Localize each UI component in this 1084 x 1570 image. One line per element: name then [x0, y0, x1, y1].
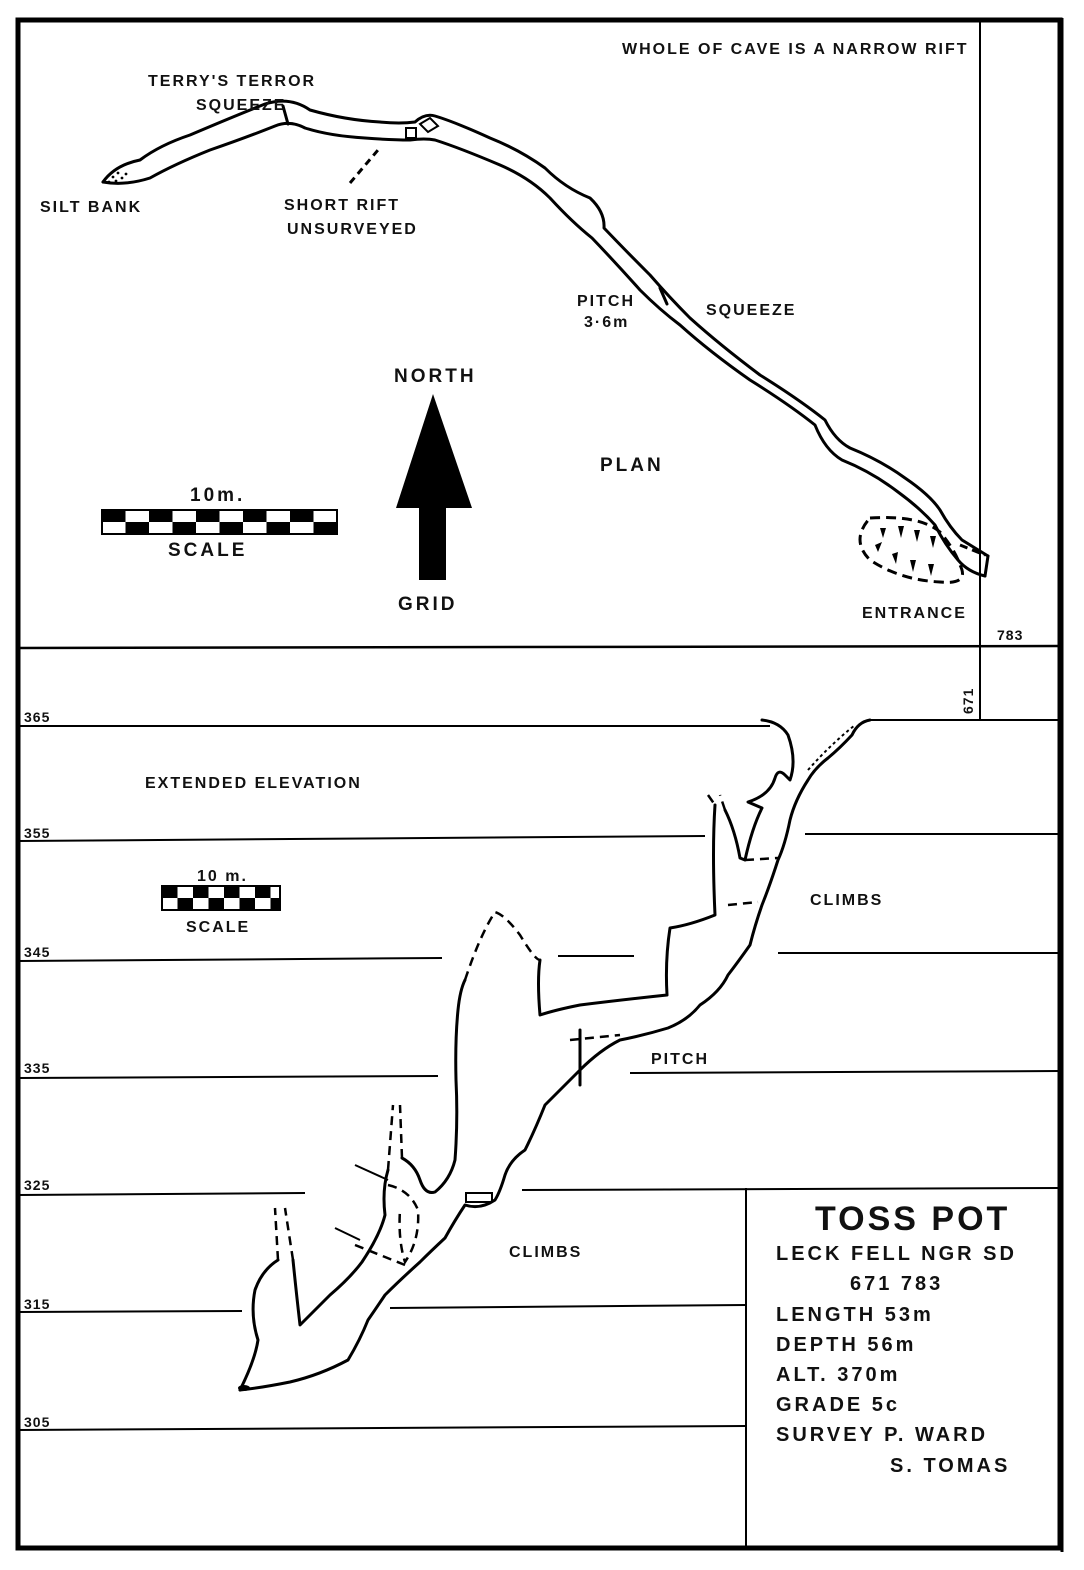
elevation-section: 365 355 345 335 325 315 305 EXTENDED ELE… — [17, 709, 1061, 1548]
plan-pitch-depth: 3·6m — [584, 314, 629, 331]
elevation-dashed-sections — [273, 794, 779, 1267]
cave-altitude: ALT. 370m — [776, 1364, 900, 1386]
climbs-lower-label: CLIMBS — [509, 1244, 582, 1261]
elevation-scale-length: 10 m. — [197, 868, 248, 885]
north-label: NORTH — [394, 366, 477, 387]
plan-pitch-label: PITCH — [577, 293, 635, 310]
north-arrow — [396, 394, 472, 580]
short-rift-label: SHORT RIFT — [284, 197, 400, 214]
plan-passage — [101, 99, 990, 578]
plan-section: WHOLE OF CAVE IS A NARROW RIFT TERRY'S T… — [17, 20, 1061, 720]
cave-length: LENGTH 53m — [776, 1304, 934, 1326]
extended-elevation-label: EXTENDED ELEVATION — [145, 775, 362, 792]
level-365: 365 — [24, 709, 50, 725]
level-335: 335 — [24, 1060, 50, 1076]
survey-credit-1: SURVEY P. WARD — [776, 1424, 988, 1446]
cave-depth: DEPTH 56m — [776, 1334, 916, 1356]
unsurveyed-label: UNSURVEYED — [287, 221, 418, 238]
grid-label: GRID — [398, 594, 458, 615]
elevation-passage — [238, 718, 872, 1392]
plan-scale-bar — [101, 509, 338, 535]
elevation-pitch-label: PITCH — [651, 1051, 709, 1068]
silt-bank-stipple — [107, 171, 128, 184]
cave-grade: GRADE 5c — [776, 1394, 900, 1416]
entrance-label: ENTRANCE — [862, 605, 967, 622]
terrys-squeeze-label: SQUEEZE — [196, 97, 286, 114]
plan-scale-length: 10m. — [190, 485, 245, 506]
info-panel: TOSS POT LECK FELL NGR SD 671 783 LENGTH… — [776, 1200, 1017, 1477]
elevation-level-lines — [17, 719, 1061, 1548]
level-345: 345 — [24, 944, 50, 960]
entrance-shakehole — [858, 516, 986, 584]
level-315: 315 — [24, 1296, 50, 1312]
plan-elevation-divider — [17, 644, 1061, 650]
plan-boulders — [405, 116, 440, 139]
climbs-upper-label: CLIMBS — [810, 892, 883, 909]
plan-scale-label: SCALE — [168, 540, 247, 561]
elevation-minor-lines — [334, 724, 856, 1241]
cave-location: LECK FELL NGR SD — [776, 1243, 1017, 1265]
elevation-scale-bar — [161, 885, 281, 911]
survey-credit-2: S. TOMAS — [890, 1455, 1010, 1477]
rift-note: WHOLE OF CAVE IS A NARROW RIFT — [622, 41, 969, 58]
terrys-terror-label: TERRY'S TERROR — [148, 73, 316, 90]
plan-squeeze-label: SQUEEZE — [706, 302, 796, 319]
plan-label: PLAN — [600, 455, 664, 476]
elevation-scale-label: SCALE — [186, 919, 250, 936]
cave-name: TOSS POT — [815, 1200, 1010, 1238]
grid-ref-783: 783 — [997, 627, 1023, 643]
grid-ref-671: 671 — [960, 688, 976, 714]
cave-ngr: 671 783 — [850, 1273, 943, 1295]
level-305: 305 — [24, 1414, 50, 1430]
elevation-end-mark — [238, 1385, 250, 1391]
level-355: 355 — [24, 825, 50, 841]
outer-frame — [15, 17, 1063, 1551]
level-325: 325 — [24, 1177, 50, 1193]
short-rift-dashed — [348, 149, 380, 184]
silt-bank-label: SILT BANK — [40, 199, 142, 216]
